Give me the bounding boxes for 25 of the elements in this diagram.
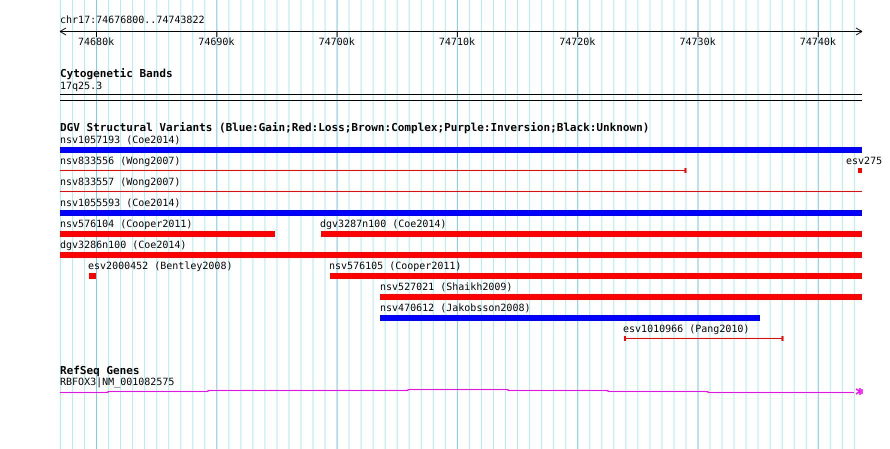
variant-label: nsv527021 (Shaikh2009): [380, 282, 512, 293]
locus-label: chr17:74676800..74743822: [60, 15, 204, 26]
tick-label: 74680k: [78, 37, 114, 48]
tick-label: 74700k: [318, 37, 355, 48]
tick-label: 74720k: [559, 37, 596, 48]
track-title: DGV Structural Variants (Blue:Gain;Red:Loss;Brown:Complex;Purple:Inversion;Black:Unknown): [60, 122, 650, 133]
variant-label: dgv3286n100 (Coe2014): [60, 240, 186, 251]
tick-label: 74690k: [198, 37, 234, 48]
variant-label: nsv833557 (Wong2007): [60, 177, 180, 188]
tick-label: 74730k: [680, 37, 716, 48]
variant-label: nsv576104 (Cooper2011): [60, 219, 192, 230]
variant-label: nsv1057193 (Coe2014): [60, 135, 180, 146]
tick-label: 74710k: [438, 37, 476, 48]
variant-label: nsv576105 (Cooper2011): [329, 261, 462, 272]
variant-label: esv2000452 (Bentley2008): [88, 261, 232, 272]
gene-label: RBFOX3|NM_001082575: [60, 377, 174, 388]
variant-label: esv1010966 (Pang2010): [623, 324, 750, 335]
tick-label: 74740k: [800, 37, 836, 48]
track-title: Cytogenetic Bands: [60, 68, 173, 79]
variant-label: esv275: [846, 156, 882, 167]
band-label: 17q25.3: [60, 81, 102, 92]
variant-label: nsv1055593 (Coe2014): [60, 198, 180, 209]
variant-label: nsv470612 (Jakobsson2008): [380, 303, 531, 314]
variant-label: nsv833556 (Wong2007): [60, 156, 180, 167]
variant-label: dgv3287n100 (Coe2014): [320, 219, 446, 230]
